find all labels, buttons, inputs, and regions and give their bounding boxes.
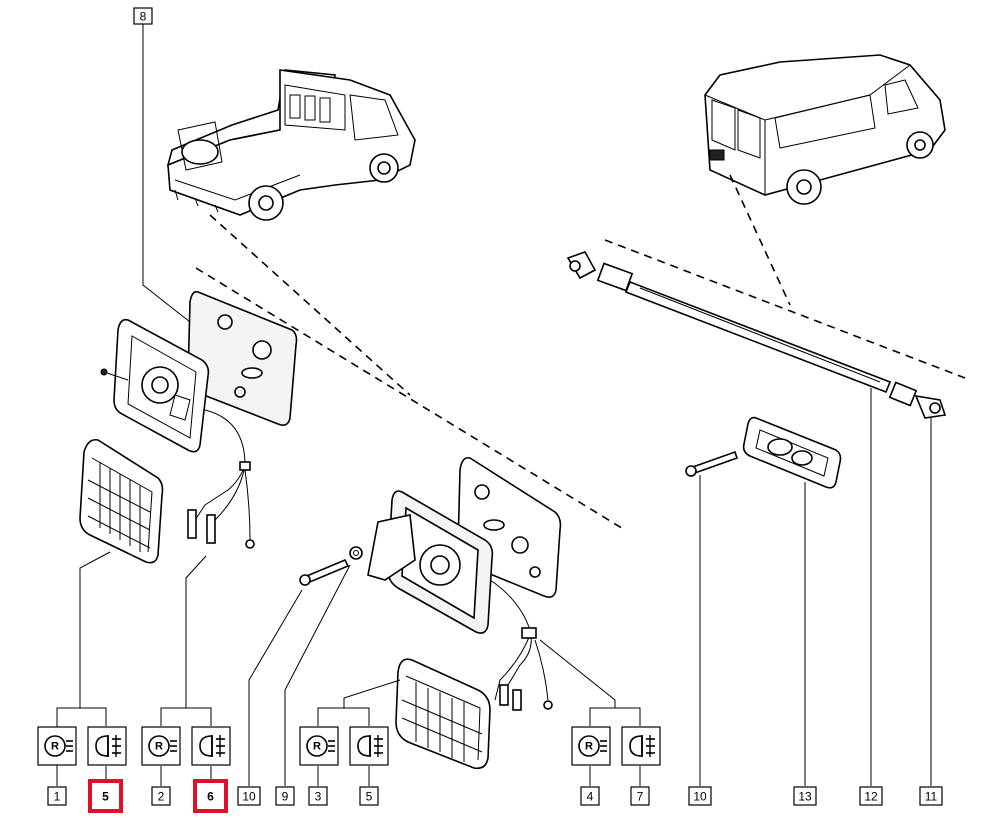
- callout-label: 11: [925, 790, 938, 804]
- callout-label: 5: [366, 790, 373, 804]
- callout-label: 10: [242, 790, 256, 804]
- rear-fog-light-icon: [191, 726, 231, 766]
- reverse-light-icon: [571, 726, 611, 766]
- callout-label: 6: [207, 790, 214, 804]
- reverse-light-icon: [37, 726, 77, 766]
- callout-11[interactable]: 11: [919, 786, 943, 806]
- callout-10-left[interactable]: 10: [237, 786, 261, 806]
- callout-leader-lines: [56, 24, 932, 786]
- callout-label: 12: [864, 790, 878, 804]
- callout-label: 8: [140, 10, 147, 24]
- callout-label: 4: [587, 790, 594, 804]
- pickup-truck-illustration: [166, 69, 416, 221]
- callout-label: 10: [693, 790, 707, 804]
- callout-8[interactable]: 8: [133, 7, 153, 25]
- callout-6-highlighted[interactable]: 6: [193, 779, 228, 813]
- callout-label: 13: [798, 790, 812, 804]
- dashed-leader-lines: [195, 174, 966, 531]
- rear-lamp-lens-lower: [395, 658, 491, 770]
- callout-label: 2: [158, 790, 165, 804]
- rear-fog-light-icon: [349, 726, 389, 766]
- reverse-light-icon: [299, 726, 339, 766]
- callout-label: 9: [282, 790, 289, 804]
- van-illustration: [704, 54, 946, 205]
- rear-fog-light-icon: [87, 726, 127, 766]
- callout-label: 3: [315, 790, 322, 804]
- callout-label: 5: [102, 790, 109, 804]
- callout-9[interactable]: 9: [275, 786, 295, 806]
- rear-lamp-assembly-upper: [100, 290, 298, 549]
- callout-1[interactable]: 1: [47, 786, 67, 806]
- rear-fog-light-icon: [621, 726, 661, 766]
- callout-7[interactable]: 7: [630, 786, 650, 806]
- rear-lamp-assembly-lower: [299, 456, 562, 711]
- callout-5[interactable]: 5: [359, 786, 379, 806]
- reverse-light-icon: [141, 726, 181, 766]
- callout-10-right[interactable]: 10: [688, 786, 712, 806]
- wiring-harness: [566, 251, 947, 419]
- callout-2[interactable]: 2: [151, 786, 171, 806]
- callout-label: 1: [54, 790, 61, 804]
- callout-5-highlighted[interactable]: 5: [88, 779, 123, 813]
- callout-label: 7: [637, 790, 644, 804]
- callout-12[interactable]: 12: [859, 786, 883, 806]
- callout-4[interactable]: 4: [580, 786, 600, 806]
- number-plate-lamp: [685, 416, 842, 489]
- rear-lamp-lens-upper: [79, 438, 164, 564]
- callout-3[interactable]: 3: [308, 786, 328, 806]
- callout-13[interactable]: 13: [793, 786, 817, 806]
